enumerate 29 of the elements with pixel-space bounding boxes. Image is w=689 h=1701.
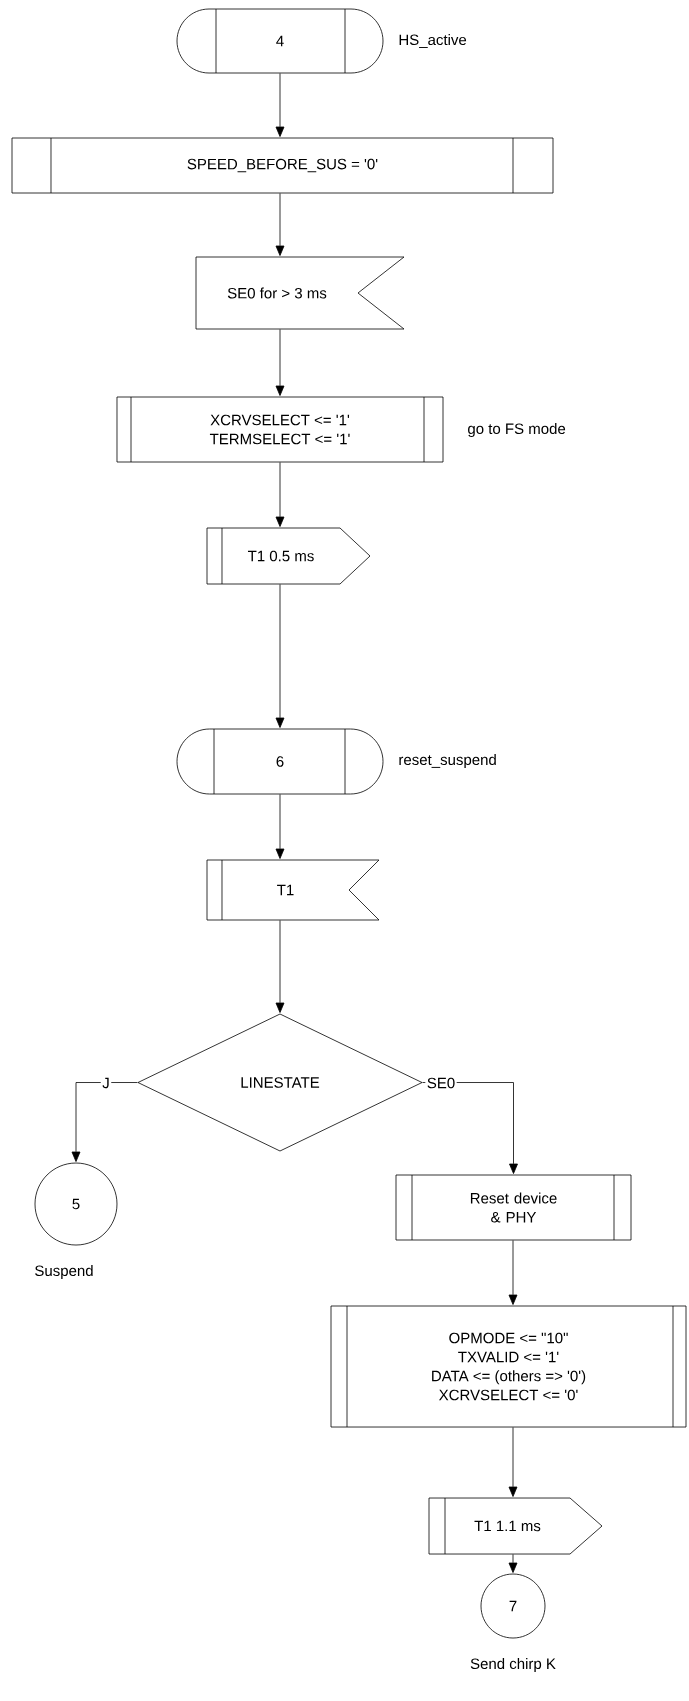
- arrow: [508, 1240, 518, 1305]
- task-box: SPEED_BEFORE_SUS = '0': [11, 137, 554, 194]
- timer-output-box: T1 0.5 ms: [206, 527, 371, 585]
- arrow: [422, 1082, 518, 1174]
- arrow: [508, 1427, 518, 1497]
- arrow: [508, 1554, 518, 1573]
- annotation-text: reset_suspend: [399, 754, 496, 768]
- state-box: 4: [176, 8, 384, 74]
- edge-label: SE0: [427, 1077, 455, 1089]
- task-box: Reset device & PHY: [395, 1174, 632, 1241]
- arrow: [275, 462, 285, 527]
- arrow: [275, 584, 285, 728]
- arrow: [275, 329, 285, 396]
- annotation-text: Suspend: [35, 1265, 93, 1279]
- annotation-text: go to FS mode: [468, 423, 566, 437]
- arrow: [275, 794, 285, 859]
- annotation-text: Send chirp K: [470, 1658, 556, 1672]
- arrow: [275, 73, 285, 137]
- edge-label: J: [102, 1077, 109, 1089]
- arrow: [71, 1082, 138, 1162]
- signal-input-box: SE0 for > 3 ms: [195, 256, 405, 330]
- task-box: OPMODE <= "10" TXVALID <= '1' DATA <= (others => '0') XCRVSELECT <= '0': [330, 1305, 687, 1428]
- task-box: XCRVSELECT <= '1' TERMSELECT <= '1': [116, 396, 444, 463]
- annotation-text: HS_active: [399, 34, 467, 48]
- state-box: 6: [176, 728, 384, 795]
- arrow: [275, 193, 285, 256]
- timer-output-box: T1 1.1 ms: [428, 1497, 603, 1555]
- arrow: [275, 920, 285, 1013]
- signal-input-box: T1: [206, 859, 380, 921]
